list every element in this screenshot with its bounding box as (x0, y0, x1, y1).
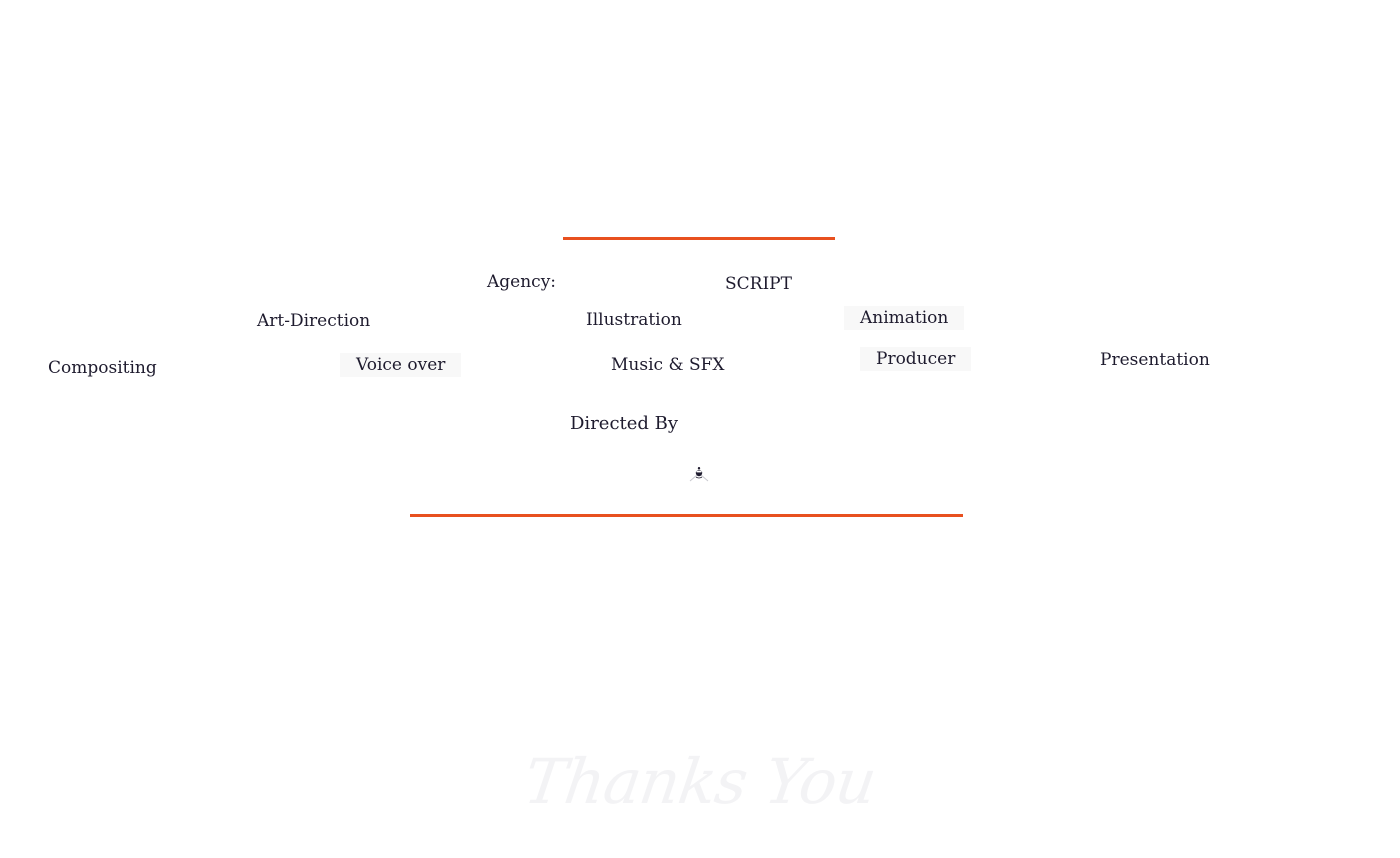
illustration-label: Illustration (586, 310, 682, 330)
bottom-divider (410, 514, 963, 517)
art-direction-label: Art-Direction (257, 311, 371, 331)
music-sfx-label: Music & SFX (611, 355, 725, 375)
animation-label: Animation (844, 306, 965, 330)
compositing-label: Compositing (48, 358, 157, 378)
presentation-label: Presentation (1100, 350, 1210, 370)
script-label: SCRIPT (725, 274, 792, 294)
agency-label: Agency: (487, 272, 557, 292)
directed-by-label: Directed By (570, 413, 679, 434)
producer-label: Producer (860, 347, 972, 371)
voice-over-label: Voice over (340, 353, 462, 377)
mascot-icon (689, 467, 709, 482)
thank-you-signature: Thanks You (519, 745, 881, 818)
top-divider (563, 237, 835, 240)
